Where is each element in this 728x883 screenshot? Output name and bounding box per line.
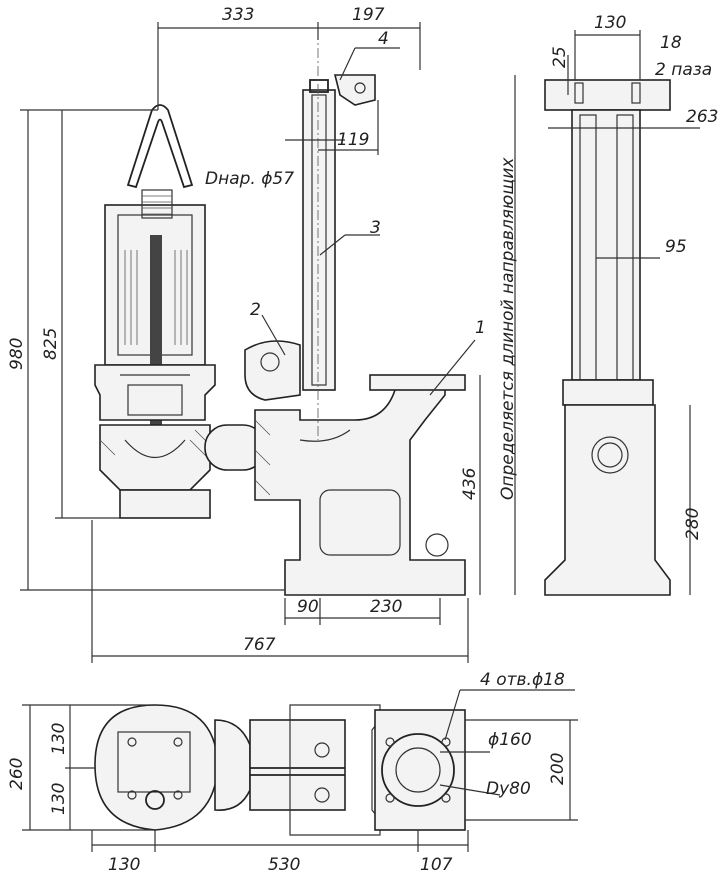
- callout-2: 2: [250, 300, 261, 320]
- slots-label: 2 паза: [655, 60, 712, 80]
- holes-label: 4 отв.ϕ18: [480, 670, 565, 690]
- dim-436: 436: [460, 467, 480, 500]
- front-view: [94, 30, 466, 596]
- dim-767: 767: [243, 635, 276, 655]
- dn80-label: Dy80: [486, 779, 531, 799]
- dim-980: 980: [7, 338, 27, 370]
- callout-4: 4: [378, 29, 389, 49]
- dimension-lines: [20, 22, 700, 852]
- plan-view: [94, 704, 466, 836]
- dim-25: 25: [550, 46, 570, 68]
- dim-107: 107: [420, 855, 453, 875]
- dim-95: 95: [665, 237, 687, 257]
- dim-280: 280: [683, 508, 703, 540]
- dim-197: 197: [352, 5, 385, 25]
- dim-130-bottom: 130: [108, 855, 140, 875]
- dim-263: 263: [686, 107, 718, 127]
- guide-length-note: Определяется длиной направляющих: [498, 157, 518, 500]
- callout-1: 1: [475, 318, 486, 338]
- dim-260: 260: [7, 758, 27, 790]
- dim-230: 230: [370, 597, 402, 617]
- dim-333: 333: [222, 5, 254, 25]
- callout-3: 3: [370, 218, 381, 238]
- dim-825: 825: [41, 328, 61, 360]
- dim-90: 90: [297, 597, 319, 617]
- side-view: [544, 79, 671, 596]
- dim-530: 530: [268, 855, 300, 875]
- dim-200: 200: [548, 753, 568, 785]
- dim-130-a: 130: [49, 723, 69, 755]
- outer-dia-label: Dнар. ϕ57: [205, 169, 294, 189]
- dim-130-b: 130: [49, 783, 69, 815]
- dia160-label: ϕ160: [488, 730, 532, 750]
- dim-18: 18: [660, 33, 682, 53]
- dim-130-top: 130: [594, 13, 626, 33]
- dim-119: 119: [337, 130, 369, 150]
